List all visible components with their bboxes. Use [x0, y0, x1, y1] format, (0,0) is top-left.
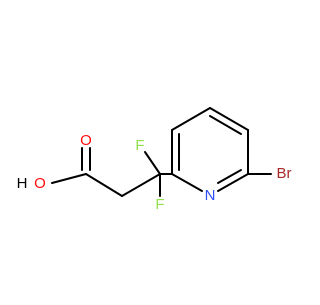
molecule-canvas: O H O F F N Br: [17, 107, 292, 213]
atom-labels: O H O F F N Br: [17, 132, 292, 213]
atom-label-hydroxyl-o: O: [34, 175, 46, 192]
bond-ring-c4-c5: [209, 107, 249, 131]
bond-c1-oh: [51, 173, 87, 184]
bond-ring-n-c2: [171, 173, 203, 192]
bond-c1-c2: [85, 173, 123, 197]
structure-diagram: O H O F F N Br: [17, 107, 292, 213]
bond-ring-c4-c5-inner: [209, 115, 242, 135]
atom-label-bromine: Br: [277, 165, 292, 182]
bond-c2-c3: [121, 173, 161, 197]
bond-ring-c3-c4: [171, 107, 211, 131]
atom-label-hydroxyl-h: H: [17, 175, 28, 192]
atom-label-oxygen-carbonyl: O: [80, 132, 92, 149]
bond-ring-c6-n: [217, 173, 249, 192]
bond-c3-f-top: [144, 151, 161, 175]
atom-label-ring-nitrogen: N: [205, 187, 216, 204]
atom-label-fluorine-bottom: F: [155, 196, 164, 213]
bond-ring-c6-n-inner: [217, 169, 242, 184]
bonds: [51, 107, 272, 197]
atom-label-fluorine-top: F: [135, 137, 144, 154]
